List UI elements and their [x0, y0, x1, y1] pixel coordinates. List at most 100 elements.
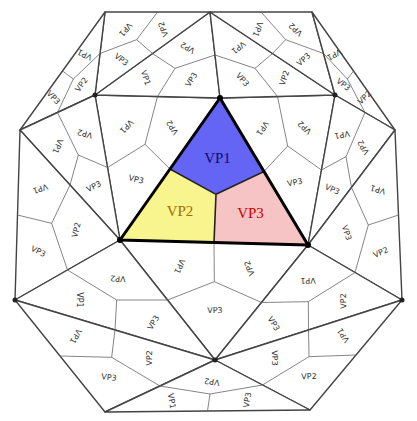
protein-label: VP1 [68, 327, 83, 344]
protomer-divider [308, 302, 309, 330]
protein-label: VP3 [287, 178, 304, 189]
protomer-divider [175, 55, 215, 68]
vertex-dot [400, 298, 405, 303]
protein-label: VP3 [334, 77, 351, 93]
protomer-divider [255, 54, 273, 69]
protein-label: VP3 [184, 71, 199, 88]
vertex-dot [13, 298, 18, 303]
protein-label: VP1 [251, 21, 264, 38]
protomer-divider [112, 330, 115, 357]
protomer-divider [215, 55, 255, 68]
protomer-divider [70, 155, 78, 185]
protein-label: VP1 [172, 257, 186, 274]
protein-label: VP3 [323, 183, 340, 196]
vertex-dot [333, 93, 338, 98]
protomer-divider [214, 194, 216, 242]
protein-label: VP2 [204, 376, 220, 386]
protomer-divider [137, 12, 158, 40]
protomer-divider [58, 113, 79, 156]
protomer-divider [208, 394, 211, 411]
protein-label: VP1 [118, 118, 135, 135]
protein-label: VP3 [101, 373, 117, 383]
protomer-divider [158, 68, 176, 96]
protomer-divider [214, 282, 261, 303]
protein-label: VP1 [370, 183, 387, 195]
protomer-divider [278, 97, 288, 147]
protomer-divider [18, 215, 52, 223]
protein-label: VP3 [234, 71, 250, 88]
protein-label: VP3 [242, 392, 252, 408]
protomer-divider [288, 146, 322, 170]
protomer-divider [352, 188, 369, 226]
protomer-divider [145, 144, 170, 169]
protomer-divider [52, 223, 68, 270]
protein-label: VP3 [45, 90, 61, 107]
protein-label: VP2 [76, 127, 93, 139]
vertex-dot [305, 242, 311, 248]
protein-label: VP2 [287, 21, 304, 37]
protein-label: VP2 [279, 70, 291, 87]
face-outline [120, 98, 308, 245]
protomer-divider [210, 385, 263, 394]
protein-label: VP3 [85, 180, 102, 194]
protein-label: VP3 [270, 350, 279, 366]
protomer-divider [216, 172, 264, 195]
protein-label: VP3 [127, 174, 144, 186]
protein-label: VP2 [146, 350, 154, 366]
protomer-divider [264, 146, 288, 172]
protomer-divider [309, 355, 356, 357]
protein-label: VP2 [110, 273, 126, 282]
protomer-divider [346, 157, 352, 188]
protein-name: VP2 [167, 204, 194, 219]
capsid-face [215, 245, 402, 360]
protein-label: VP2 [72, 221, 83, 238]
protomer-divider [78, 155, 107, 168]
protein-label: VP1 [230, 39, 247, 55]
protein-label: VP1 [50, 137, 63, 154]
protomer-divider [322, 157, 347, 170]
protomer-divider [52, 185, 70, 223]
protomer-divider [308, 330, 310, 357]
protomer-divider [355, 225, 368, 273]
protein-label: VP1 [139, 70, 151, 87]
protein-name: VP3 [237, 206, 264, 221]
protein-name: VP1 [204, 151, 231, 166]
protein-label: VP2 [339, 293, 347, 309]
protomer-divider [108, 144, 146, 167]
protein-label: VP2 [372, 246, 389, 260]
vertex-dot [213, 358, 218, 363]
protein-label: VP3 [296, 52, 313, 68]
protein-label: VP2 [297, 119, 314, 135]
protein-label: VP3 [266, 315, 281, 332]
protomer-divider [100, 40, 137, 54]
protein-label: VP1 [117, 21, 133, 38]
protomer-divider [286, 40, 324, 54]
protein-label: VP1 [334, 128, 351, 139]
protein-label: VP2 [243, 259, 256, 276]
protein-label: VP2 [74, 76, 90, 93]
protein-label: VP1 [31, 182, 48, 195]
protein-label: VP2 [179, 40, 196, 55]
protein-label: VP2 [158, 21, 171, 38]
protein-label: VP1 [336, 327, 351, 344]
protomer-divider [368, 215, 398, 225]
protein-label: VP1 [165, 393, 175, 410]
vertex-dot [117, 237, 123, 243]
protein-label: VP2 [302, 373, 318, 381]
protein-label: VP3 [339, 224, 351, 241]
protomer-divider [170, 169, 216, 194]
protein-label: VP1 [77, 47, 94, 61]
protomer-divider [168, 282, 215, 300]
protein-label: VP2 [357, 138, 371, 155]
protein-label: VP1 [300, 276, 315, 284]
protein-label: VP2 [166, 118, 181, 135]
vertex-dot [93, 93, 98, 98]
protein-label: VP2 [357, 90, 374, 106]
protomer-divider [255, 68, 278, 96]
protomer-divider [214, 243, 215, 282]
protein-label: VP1 [255, 119, 270, 136]
